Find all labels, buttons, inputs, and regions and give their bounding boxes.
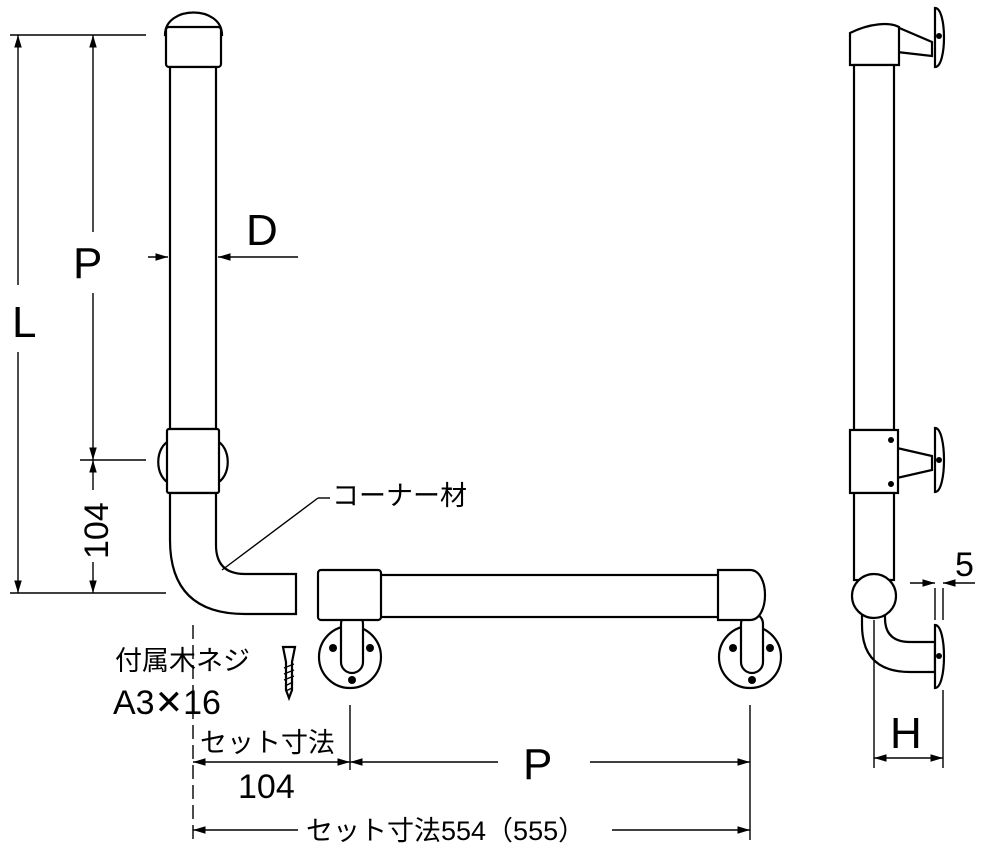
side-top-bracket bbox=[895, 25, 934, 58]
side-mid-bracket bbox=[895, 446, 934, 480]
horizontal-bar bbox=[316, 568, 783, 690]
screw-hole-icon bbox=[748, 676, 756, 684]
side-pipe bbox=[852, 63, 896, 432]
screw-hole-icon bbox=[936, 33, 942, 39]
middle-joint bbox=[165, 427, 221, 495]
screw-hole-icon bbox=[888, 481, 894, 487]
set-dimension-label: セット寸法 bbox=[200, 728, 335, 758]
horizontal-left-cap bbox=[316, 568, 383, 622]
total-set-dimension-label: セット寸法554（555） bbox=[306, 816, 585, 846]
screw-hole-icon bbox=[936, 457, 942, 463]
side-view bbox=[848, 6, 946, 690]
dimension-P-vertical-label: P bbox=[73, 239, 102, 288]
vertical-pipe bbox=[168, 65, 218, 431]
screw-hole-icon bbox=[366, 644, 374, 652]
dimension-L-label: L bbox=[12, 298, 36, 347]
dimension-gap-label: 5 bbox=[955, 546, 974, 584]
corner-piece bbox=[168, 491, 298, 616]
vertical-bar bbox=[157, 11, 298, 616]
dimension-104-horizontal-label: 104 bbox=[238, 768, 295, 806]
left-bracket-arm bbox=[339, 611, 365, 675]
screw-hole-icon bbox=[348, 676, 356, 684]
side-corner-ball bbox=[850, 572, 898, 620]
corner-piece-label: コーナー材 bbox=[332, 481, 467, 511]
wood-screw-icon bbox=[281, 645, 297, 702]
horizontal-pipe bbox=[378, 573, 722, 619]
screw-hole-icon bbox=[729, 644, 737, 652]
dimension-D-label: D bbox=[246, 206, 278, 255]
right-bracket-arm bbox=[739, 611, 765, 675]
dimension-P-horizontal-label: P bbox=[523, 740, 552, 789]
top-end-cap bbox=[164, 25, 223, 69]
screw-hole-icon bbox=[888, 437, 894, 443]
dimension-lines bbox=[10, 34, 975, 840]
side-top-cap bbox=[848, 22, 901, 67]
screw-hole-icon bbox=[766, 644, 774, 652]
dimension-H-label: H bbox=[890, 709, 922, 758]
horizontal-right-cap bbox=[716, 568, 767, 622]
screw-hole-icon bbox=[936, 653, 942, 659]
dimension-104-vertical-label: 104 bbox=[78, 502, 116, 559]
screw-spec-label: A3✕16 bbox=[113, 684, 221, 722]
side-lower-pipe bbox=[852, 491, 896, 582]
screw-name-label: 付属木ネジ bbox=[115, 646, 250, 676]
screw-hole-icon bbox=[329, 644, 337, 652]
